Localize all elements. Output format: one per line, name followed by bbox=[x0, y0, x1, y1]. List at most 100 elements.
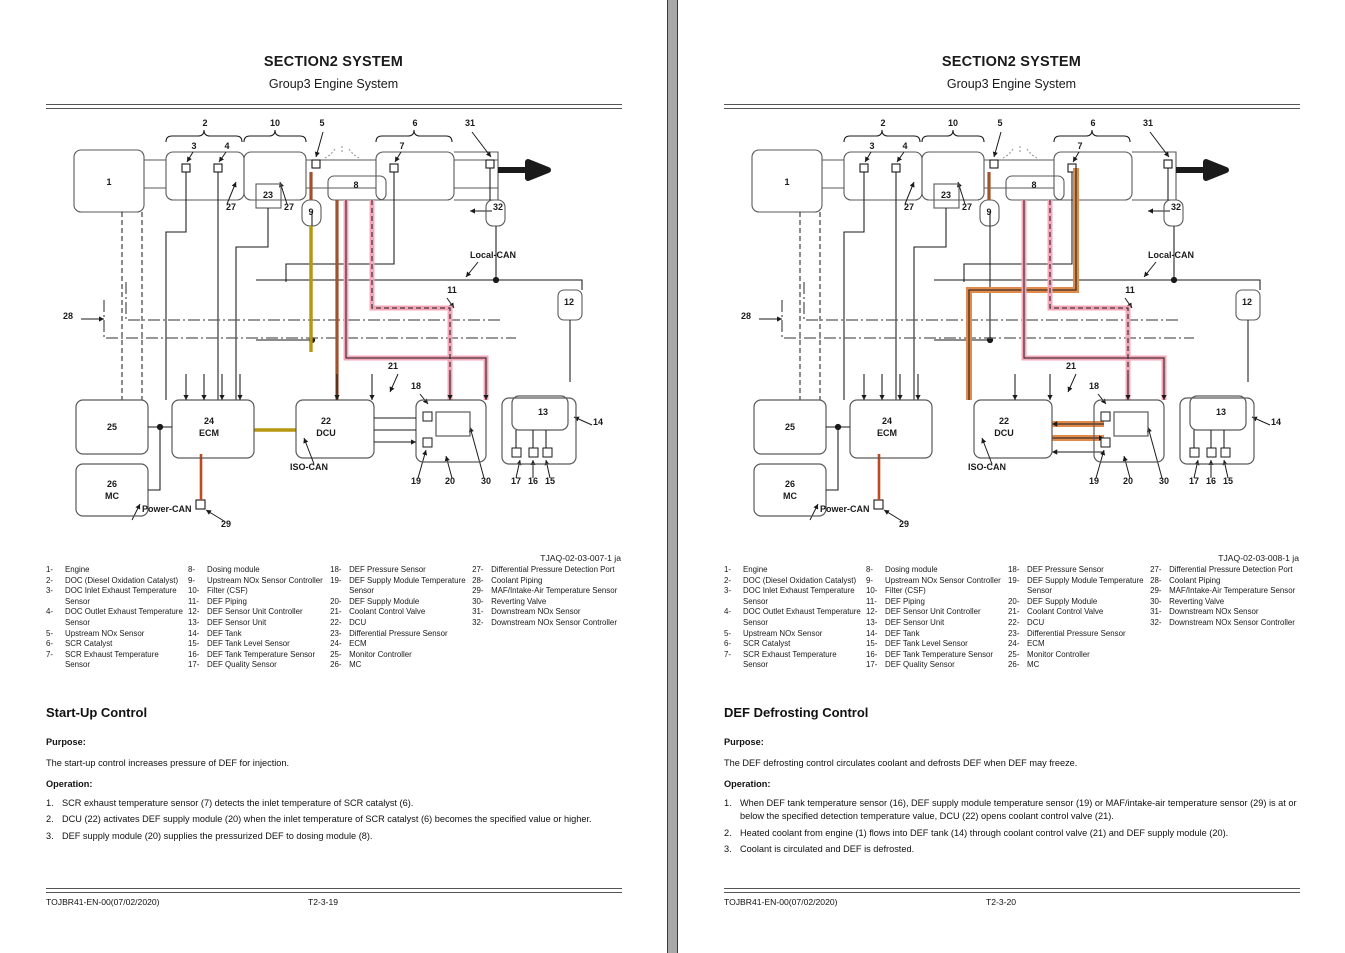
callout-15: 15 bbox=[545, 476, 555, 486]
legend-text: DEF Pressure Sensor bbox=[1027, 565, 1104, 574]
legend-number: 7- bbox=[723, 649, 732, 659]
iso-can-label: ISO-CAN bbox=[290, 462, 328, 472]
legend-number: 32- bbox=[1150, 617, 1162, 627]
page-title: SECTION2 SYSTEM bbox=[263, 54, 404, 70]
legend-text: DEF Sensor Unit bbox=[207, 617, 267, 627]
legend-item: 5-Upstream NOx Sensor bbox=[724, 629, 862, 640]
legend-number: 18- bbox=[330, 565, 342, 574]
legend-text: Filter (CSF) bbox=[885, 586, 926, 596]
legend-number: 26- bbox=[1008, 660, 1020, 670]
list-number: 1. bbox=[46, 798, 54, 808]
legend-text: SCR Catalyst bbox=[742, 639, 791, 649]
callout-27a: 27 bbox=[226, 202, 236, 212]
legend-item: 2-DOC (Diesel Oxidation Catalyst) bbox=[46, 576, 184, 587]
legend-item: 7-SCR Exhaust Temperature Sensor bbox=[46, 650, 184, 671]
legend-number: 30- bbox=[472, 596, 484, 606]
legend-number: 14- bbox=[188, 628, 200, 638]
legend-text: Upstream NOx Sensor Controller bbox=[885, 575, 1001, 585]
iso-can-label: ISO-CAN bbox=[968, 462, 1006, 472]
legend-item: 22-DCU bbox=[1008, 618, 1146, 629]
page-title: SECTION2 SYSTEM bbox=[941, 54, 1082, 70]
legend-item: 8-Dosing module bbox=[188, 565, 326, 576]
legend-text: DEF Tank bbox=[885, 628, 920, 638]
legend-text: MC bbox=[1027, 660, 1040, 670]
legend-text: DEF Sensor Unit Controller bbox=[885, 607, 981, 617]
callout-27b: 27 bbox=[962, 202, 972, 212]
legend-item: 6-SCR Catalyst bbox=[46, 639, 184, 650]
callout-2: 2 bbox=[202, 118, 207, 128]
purpose-text: The start-up control increases pressure … bbox=[46, 758, 290, 768]
legend-item: 22-DCU bbox=[330, 618, 468, 629]
list-item: 3.Coolant is circulated and DEF is defro… bbox=[724, 843, 1300, 856]
legend-item: 25-Monitor Controller bbox=[330, 650, 468, 661]
callout-21: 21 bbox=[1066, 361, 1076, 371]
callout-19: 19 bbox=[1089, 476, 1099, 486]
callout-26-name: MC bbox=[783, 491, 797, 501]
legend-item: 20- DEF Supply Module bbox=[330, 597, 468, 608]
callout-22-name: DCU bbox=[316, 428, 336, 438]
legend-column-4: 27-Differential Pressure Detection Port … bbox=[472, 565, 622, 671]
legend-text: Engine bbox=[742, 565, 768, 574]
callout-8: 8 bbox=[353, 180, 358, 190]
callout-29: 29 bbox=[221, 519, 231, 529]
legend-text: DOC Outlet Exhaust Temperature Sensor bbox=[65, 607, 183, 627]
legend-text: MAF/Intake-Air Temperature Sensor bbox=[491, 586, 618, 596]
legend-number: 24- bbox=[330, 639, 342, 649]
legend-number: 22- bbox=[330, 617, 342, 627]
legend-number: 16- bbox=[188, 649, 200, 659]
legend-number: 11- bbox=[866, 596, 877, 606]
legend-text: DEF Supply Module bbox=[1027, 596, 1098, 606]
callout-23: 23 bbox=[263, 190, 273, 200]
legend-number: 10- bbox=[188, 586, 200, 596]
callout-7: 7 bbox=[1077, 141, 1082, 151]
legend-number: 1- bbox=[46, 565, 54, 574]
legend-text: ECM bbox=[1027, 639, 1045, 649]
legend-text: DOC Inlet Exhaust Temperature Sensor bbox=[65, 586, 177, 606]
legend-item: 3-DOC Inlet Exhaust Temperature Sensor bbox=[724, 586, 862, 607]
legend-text: Differential Pressure Sensor bbox=[349, 628, 448, 638]
legend-item: 9-Upstream NOx Sensor Controller bbox=[866, 576, 1004, 587]
legend-item: 20-DEF Supply Module bbox=[1008, 597, 1146, 608]
legend-item: 13-DEF Sensor Unit bbox=[866, 618, 1004, 629]
list-number: 2. bbox=[723, 827, 732, 838]
legend-text: SCR Catalyst bbox=[65, 639, 113, 649]
callout-16: 16 bbox=[528, 476, 538, 486]
callout-5: 5 bbox=[319, 118, 324, 128]
callout-13: 13 bbox=[538, 407, 548, 417]
purpose-label: Purpose: bbox=[46, 737, 86, 747]
legend-number: 22- bbox=[1008, 617, 1020, 627]
legend-number: 5- bbox=[723, 628, 732, 638]
legend-text: Dosing module bbox=[207, 565, 260, 574]
list-item: 2.DCU (22) activates DEF supply module (… bbox=[46, 813, 622, 826]
legend-column-4: 27-Differential Pressure Detection Port … bbox=[1150, 565, 1300, 671]
legend-text: Downstream NOx Sensor Controller bbox=[491, 617, 617, 627]
legend-number: 20- bbox=[330, 596, 342, 606]
operation-label: Operation: bbox=[723, 779, 771, 789]
callout-12: 12 bbox=[1242, 297, 1252, 307]
legend-text: DEF Supply Module bbox=[349, 596, 420, 606]
legend-text: Monitor Controller bbox=[1027, 649, 1090, 659]
callout-23: 23 bbox=[941, 190, 951, 200]
legend-item: 17-DEF Quality Sensor bbox=[188, 660, 326, 671]
legend-text: SCR Exhaust Temperature Sensor bbox=[65, 649, 159, 670]
legend-text: DOC (Diesel Oxidation Catalyst) bbox=[742, 575, 857, 585]
section-heading: DEF Defrosting Control bbox=[723, 705, 869, 720]
legend-item: 23-Differential Pressure Sensor bbox=[330, 629, 468, 640]
legend-item: 15-DEF Tank Level Sensor bbox=[866, 639, 1004, 650]
legend-number: 21- bbox=[330, 607, 342, 617]
callout-11: 11 bbox=[447, 285, 457, 295]
legend-item: 24-ECM bbox=[1008, 639, 1146, 650]
legend-number: 31- bbox=[472, 607, 484, 617]
legend-text: DEF Pressure Sensor bbox=[349, 565, 426, 574]
callout-22: 22 bbox=[321, 416, 331, 426]
legend-item: 32-Downstream NOx Sensor Controller bbox=[1150, 618, 1296, 629]
legend-item: 26- MC bbox=[1008, 660, 1146, 671]
legend-number: 15- bbox=[188, 639, 200, 649]
legend-text: DEF Quality Sensor bbox=[885, 660, 955, 670]
callout-27a: 27 bbox=[904, 202, 914, 212]
legend-number: 18- bbox=[1008, 565, 1020, 574]
callout-17: 17 bbox=[1189, 476, 1199, 486]
legend-item: 28-Coolant Piping bbox=[1150, 576, 1296, 587]
callout-3: 3 bbox=[869, 141, 874, 151]
